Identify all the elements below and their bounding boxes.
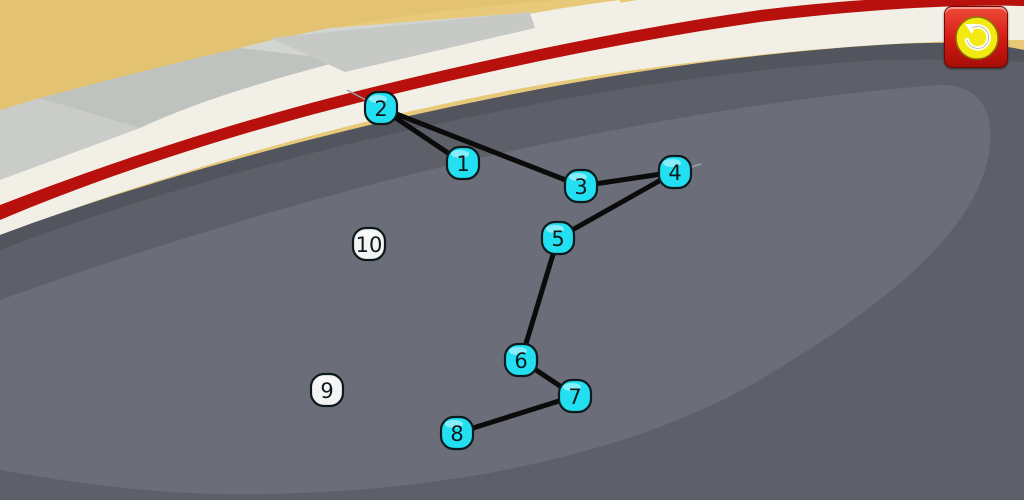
curb-white-stripe [140, 72, 345, 140]
dot-body [363, 90, 399, 126]
dot-body [309, 372, 345, 408]
dot-7[interactable]: 7 [557, 378, 593, 414]
dot-4[interactable]: 4 [657, 154, 693, 190]
curb-grey-block [0, 98, 140, 180]
dot-body [557, 378, 593, 414]
curb-grey-block [40, 48, 345, 128]
dot-label: 2 [374, 97, 387, 121]
asphalt-highlight [0, 84, 991, 495]
dot-body [540, 220, 576, 256]
dot-5[interactable]: 5 [540, 220, 576, 256]
connection-lines [346, 89, 702, 436]
dot-body [445, 145, 481, 181]
connection-line-4-5 [555, 169, 678, 241]
sand-shade [0, 0, 560, 120]
dot-body [351, 226, 387, 262]
curb-white-stripe [530, 0, 620, 26]
connection-line-7-8 [454, 393, 578, 436]
dot-label: 1 [456, 152, 469, 176]
dot-1[interactable]: 1 [445, 145, 481, 181]
dot-label: 3 [574, 175, 587, 199]
dot-3[interactable]: 3 [563, 168, 599, 204]
dot-2[interactable]: 2 [363, 90, 399, 126]
dot-9[interactable]: 9 [309, 372, 345, 408]
curb-grey-block [270, 12, 535, 72]
dot-label: 5 [551, 227, 564, 251]
dot-label: 9 [320, 379, 333, 403]
dot-body [439, 415, 475, 451]
dot-10[interactable]: 10 [351, 226, 387, 262]
dot-body [563, 168, 599, 204]
dot-label: 10 [356, 233, 383, 257]
dot-body [503, 342, 539, 378]
connection-line-5-6 [518, 235, 561, 363]
dot-label: 4 [668, 161, 681, 185]
dot-body [657, 154, 693, 190]
dot-6[interactable]: 6 [503, 342, 539, 378]
connection-line-2-3 [378, 105, 584, 189]
dot-label: 8 [450, 422, 463, 446]
dot-label: 7 [568, 385, 581, 409]
dot-label: 6 [514, 349, 527, 373]
restart-arrow-icon [955, 16, 999, 60]
dots: 1 2 3 4 5 6 7 8 9 10 [309, 90, 693, 451]
dot-8[interactable]: 8 [439, 415, 475, 451]
restart-button[interactable] [944, 6, 1008, 68]
